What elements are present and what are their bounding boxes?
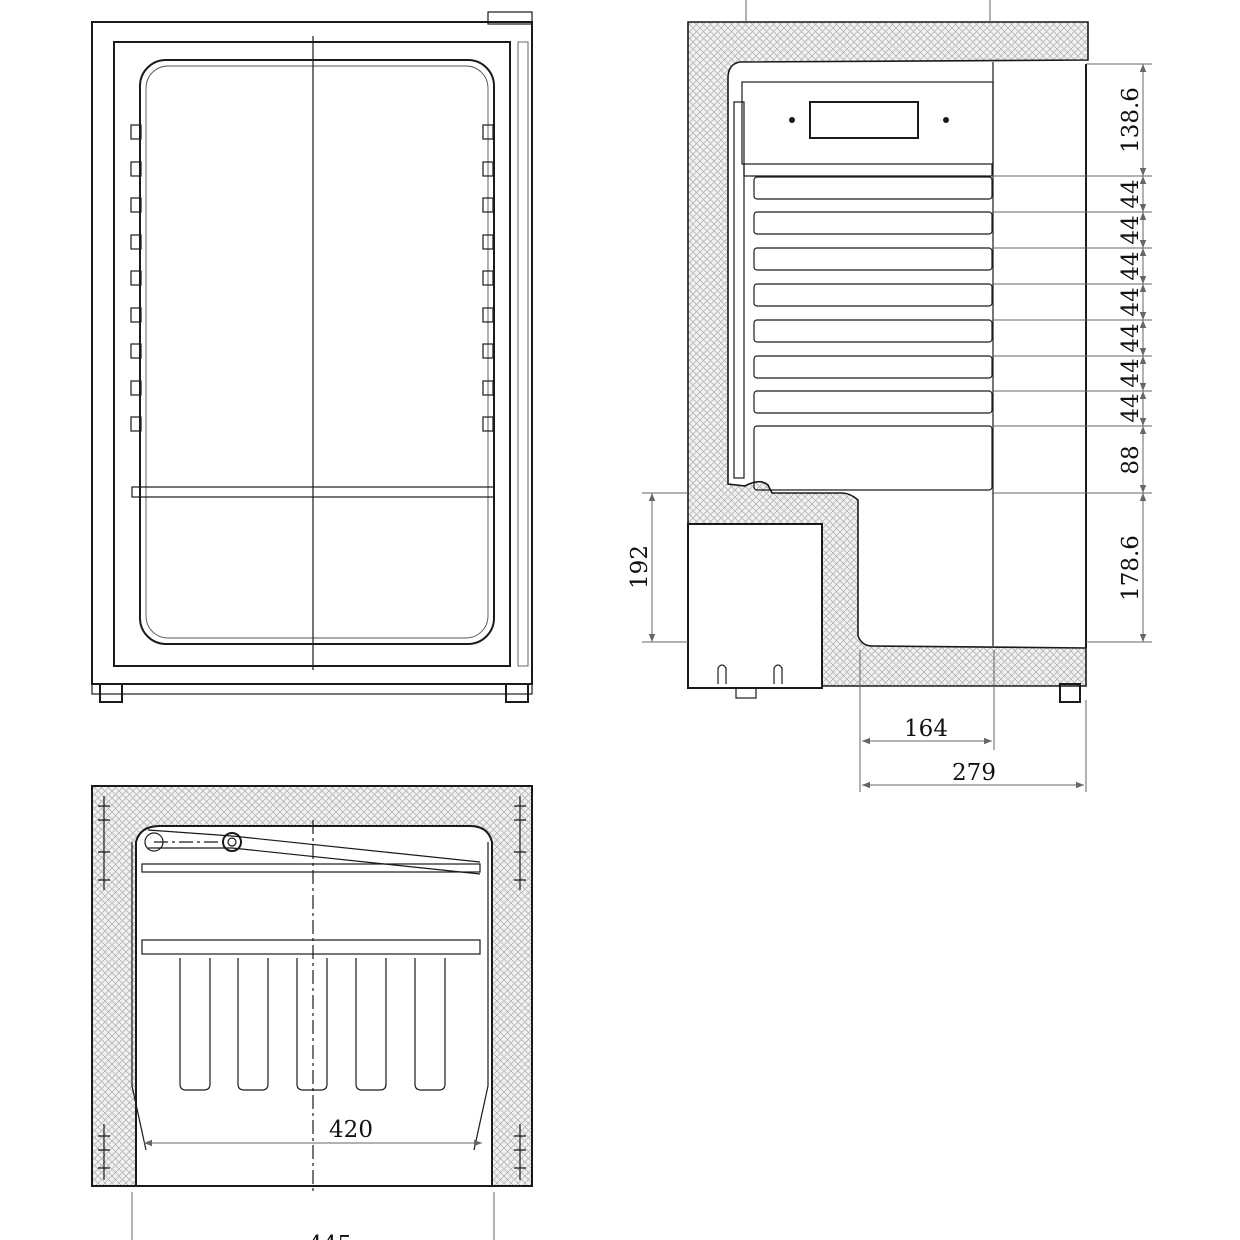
dim-label-step-depth: 164	[904, 716, 948, 742]
extension-lines	[642, 0, 1152, 792]
side-brackets	[98, 796, 526, 1180]
shelf-slots	[179, 958, 446, 1091]
dim-label-inner-depth: 279	[952, 760, 996, 786]
foot-left	[99, 683, 123, 703]
shelf-front-rail	[141, 939, 481, 955]
hinge-strip	[517, 41, 529, 667]
compressor-bay	[687, 523, 823, 689]
side-section-view: 138.6 44 44 44 44 44 44 44 88 178.6 192 …	[627, 0, 1152, 792]
cabinet-outline	[91, 21, 533, 685]
door-glass	[139, 59, 495, 645]
shelf-clips-right	[482, 124, 494, 432]
drain-plug	[735, 687, 757, 699]
dim-label-outer-width: 445	[308, 1232, 352, 1240]
foot-right	[505, 683, 529, 703]
inner-cavity-wall	[135, 825, 493, 1186]
shelves	[743, 164, 993, 491]
button-left-icon	[789, 117, 795, 123]
front-view	[91, 11, 533, 703]
crisper-drawer	[753, 425, 993, 491]
dim-label-shelf-6: 44	[1118, 358, 1144, 387]
door-glass-inner	[145, 65, 489, 639]
top-insulation	[91, 785, 533, 1187]
dim-label-crisper: 88	[1118, 445, 1144, 474]
top-outline	[91, 785, 533, 1187]
control-panel	[741, 81, 994, 165]
dim-label-shelf-3: 44	[1118, 251, 1144, 280]
dim-label-shelf-7: 44	[1118, 393, 1144, 422]
dim-label-shelf-4: 44	[1118, 287, 1144, 316]
dim-label-shelf-5: 44	[1118, 323, 1144, 352]
side-foot	[1059, 683, 1081, 703]
base-plinth	[91, 683, 533, 695]
display-window	[809, 101, 919, 139]
mounting-hooks	[717, 664, 783, 684]
dim-label-top-compartment: 138.6	[1118, 87, 1144, 153]
hinge-cap	[487, 11, 533, 25]
dim-label-inner-width: 420	[329, 1117, 373, 1143]
top-section-view: 420 445	[91, 785, 533, 1240]
button-right-icon	[943, 117, 949, 123]
insulation-shell	[687, 21, 1089, 687]
dim-label-bottom-compartment: 178.6	[1118, 535, 1144, 601]
shelf-clips-left	[130, 124, 142, 432]
top-rail	[141, 863, 481, 873]
dim-label-shelf-1: 44	[1118, 179, 1144, 208]
dim-label-shelf-2: 44	[1118, 215, 1144, 244]
hinge-bar	[147, 829, 481, 863]
door-frame	[113, 41, 511, 667]
dim-label-compressor-step: 192	[627, 545, 653, 589]
rear-liner	[733, 101, 745, 479]
